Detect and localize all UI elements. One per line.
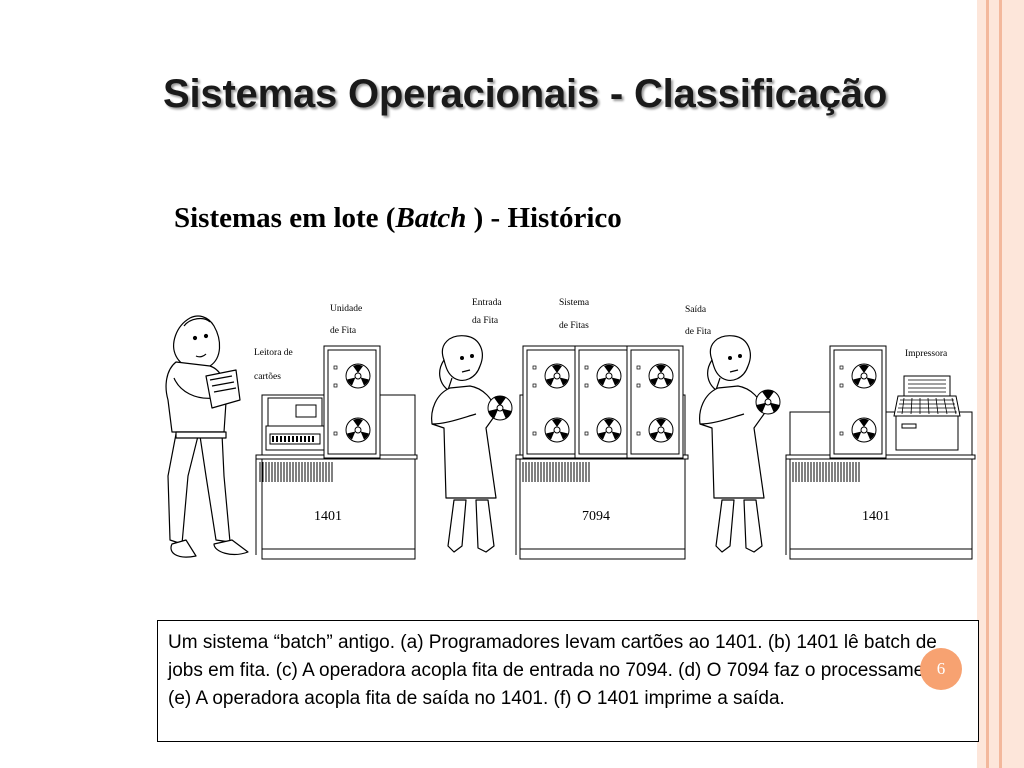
label-tape-unit-2: de Fita [330,326,357,336]
label-tape-input-2: da Fita [472,316,499,326]
tape-unit-output [830,346,886,458]
tape-unit-left [324,346,380,458]
label-tape-system-1: Sistema [559,298,590,308]
label-card-reader-2: cartões [254,372,281,382]
operator-figure-1 [431,335,513,553]
page-number-badge: 6 [920,648,962,690]
card-reader [265,397,325,451]
decor-stripe-1 [977,0,986,768]
machine-label-left: 1401 [314,509,342,524]
subtitle-text-start: Sistemas em lote ( [174,202,396,234]
decor-stripe-3 [989,0,999,768]
label-tape-system-2: de Fitas [559,321,589,331]
label-tape-input-1: Entrada [472,298,502,308]
label-tape-output-1: Saída [685,305,707,315]
label-card-reader-1: Leitora de [254,348,293,358]
label-tape-output-2: de Fita [685,327,712,337]
machine-label-middle: 7094 [582,509,610,524]
machine-label-right: 1401 [862,509,890,524]
programmer-figure [165,315,249,558]
decor-stripe-4 [999,0,1002,768]
decor-stripe-2 [986,0,989,768]
label-printer: Impressora [905,349,948,359]
tape-unit-system [575,346,631,458]
subtitle-italic: Batch [395,202,467,234]
machine-7094 [515,346,689,560]
printer [893,375,961,451]
subtitle-text-end: ) - Histórico [466,202,622,234]
decor-stripe-5 [1002,0,1024,768]
machine-1401-right [785,346,976,560]
machine-1401-left [255,346,418,560]
operator-figure-2 [699,335,781,553]
page-title: Sistemas Operacionais - Classificação [163,72,888,116]
tape-unit-input [523,346,579,458]
figure-caption: Um sistema “batch” antigo. (a) Programad… [157,620,979,742]
tape-unit-system-2 [627,346,683,458]
section-subtitle: Sistemas em lote (Batch ) - Histórico [174,202,622,235]
label-tape-unit-1: Unidade [330,304,362,314]
